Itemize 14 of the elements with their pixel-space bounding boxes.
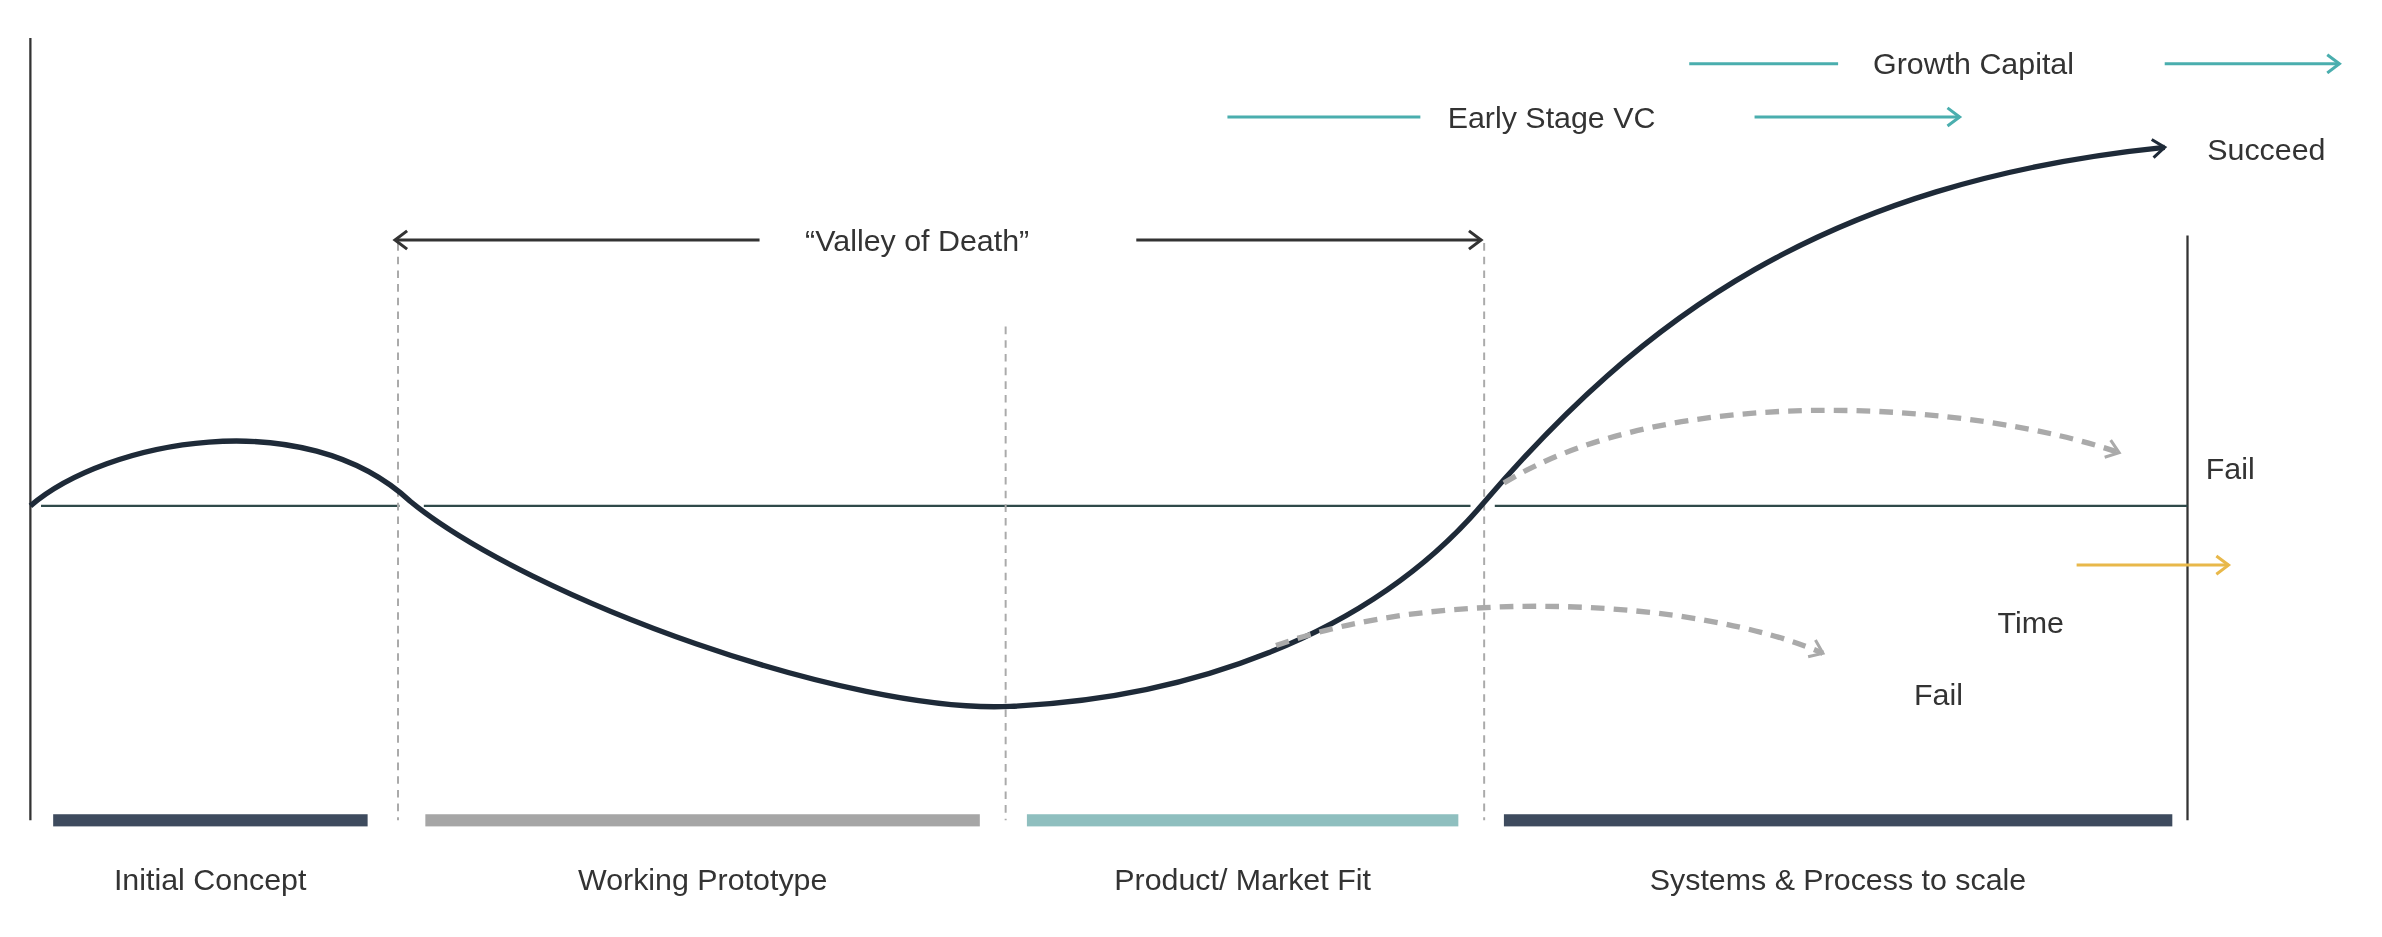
phase-label: Working Prototype — [578, 861, 828, 898]
dashed-arrow — [1502, 407, 2121, 486]
funding-label: Early Stage VC — [1447, 99, 1656, 136]
funding-label: Growth Capital — [1873, 46, 2074, 83]
dashed-arrow — [1275, 603, 1825, 659]
phase-label: Systems & Process to scale — [1649, 861, 2027, 898]
outcome-label: Succeed — [2207, 130, 2326, 168]
growth-curve — [28, 138, 2167, 710]
phase-label: Product/ Market Fit — [1114, 861, 1371, 898]
phase-label: Initial Concept — [113, 861, 307, 898]
span-label: “Valley of Death” — [805, 222, 1030, 259]
axis-label: Time — [1997, 605, 2064, 642]
outcome-label: Fail — [2205, 449, 2255, 487]
outcome-label: Fail — [1914, 676, 1964, 713]
